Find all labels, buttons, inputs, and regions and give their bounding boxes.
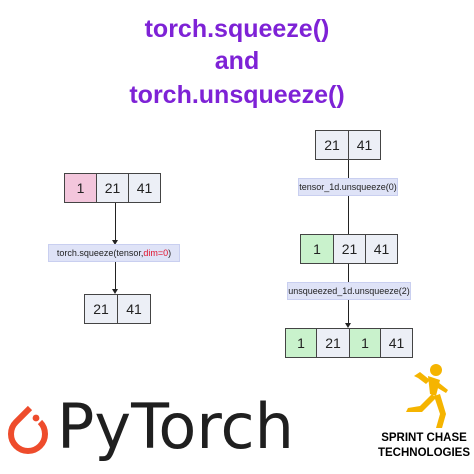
output-cell-4: 41 xyxy=(380,328,413,358)
title-line-2: and xyxy=(214,47,260,75)
output-cell-1: 21 xyxy=(84,294,118,324)
title-line-3: torch.unsqueeze() xyxy=(129,81,345,109)
squeeze-operation-label: torch.squeeze(tensor, dim=0) xyxy=(48,244,180,262)
input-cell-2: 21 xyxy=(96,173,129,203)
input-cell-1: 21 xyxy=(315,130,349,160)
operation-prefix: torch.squeeze(tensor, xyxy=(56,248,144,258)
unsqueeze-operation-2-label: unsqueezed_1d.unsqueeze(2) xyxy=(287,282,411,300)
arrowhead xyxy=(112,289,118,294)
input-cell-3: 41 xyxy=(128,173,161,203)
unsqueeze-operation-1-label: tensor_1d.unsqueeze(0) xyxy=(298,178,398,196)
sprint-chase-line-2: TECHNOLOGIES xyxy=(377,447,470,459)
operation-dim-arg: dim=0 xyxy=(143,248,169,258)
operation-suffix: ) xyxy=(168,248,172,258)
connector-line xyxy=(115,203,116,241)
connector-line xyxy=(348,160,349,178)
middle-cell-2: 21 xyxy=(333,234,366,264)
connector-line xyxy=(348,300,349,324)
output-cell-2: 21 xyxy=(316,328,350,358)
pytorch-flame-icon xyxy=(8,405,48,455)
arrowhead xyxy=(112,240,118,245)
middle-cell-3: 41 xyxy=(365,234,398,264)
connector-line xyxy=(348,196,349,234)
arrowhead xyxy=(345,323,351,328)
middle-cell-1: 1 xyxy=(300,234,334,264)
input-cell-2: 41 xyxy=(348,130,381,160)
pytorch-wordmark: PyTorch xyxy=(57,390,294,463)
running-man-icon xyxy=(406,364,448,428)
connector-line xyxy=(115,262,116,290)
output-cell-2: 41 xyxy=(117,294,151,324)
output-cell-3: 1 xyxy=(349,328,381,358)
sprint-chase-line-1: SPRINT CHASE xyxy=(381,432,467,444)
connector-line xyxy=(348,264,349,282)
output-cell-1: 1 xyxy=(285,328,317,358)
input-cell-1: 1 xyxy=(64,173,97,203)
title-line-1: torch.squeeze() xyxy=(144,15,330,43)
